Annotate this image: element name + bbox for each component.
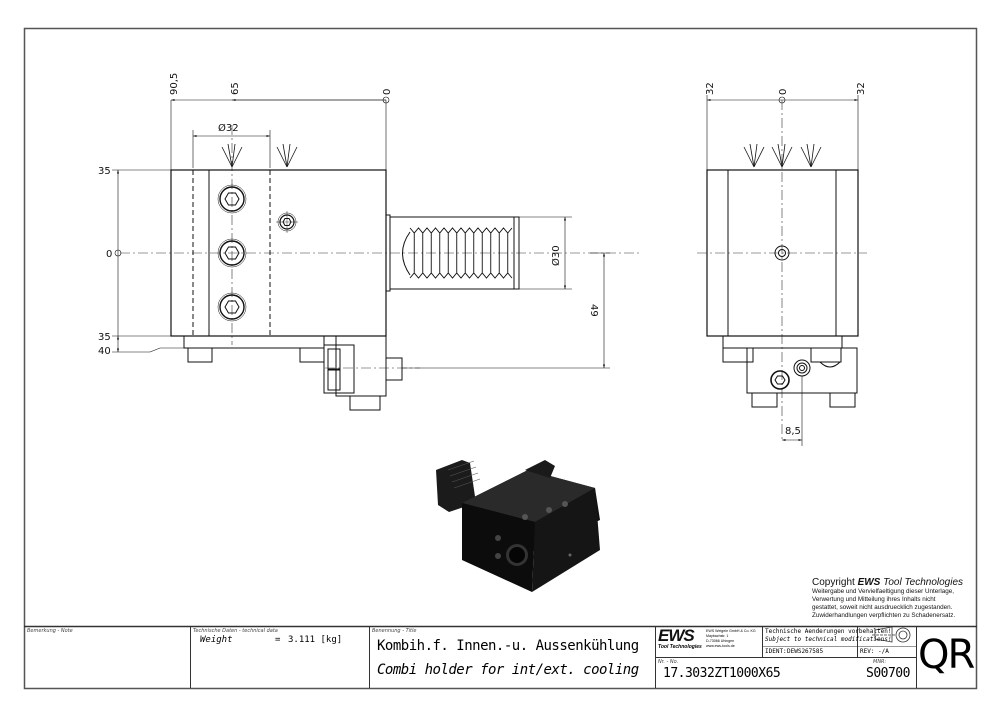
- weight-label: Weight: [200, 635, 233, 645]
- copyright-suffix: Tool Technologies: [880, 577, 964, 588]
- projection-symbol-icon: [872, 626, 911, 643]
- side-dimensions: [706, 95, 859, 446]
- front-view: [120, 125, 640, 411]
- copyright-brand: EWS: [857, 577, 881, 588]
- side-view: [697, 100, 867, 440]
- tech-data-label: Technische Daten - technical data: [193, 628, 278, 634]
- dim-0-left: 0: [106, 249, 112, 260]
- dim-65: 65: [230, 82, 241, 95]
- ews-logo: EWS Tool Technologies: [658, 626, 704, 650]
- dim-0-side: 0: [778, 89, 789, 95]
- sheet-border: [23, 27, 978, 690]
- company-line: D-73066 Uhingen: [706, 639, 735, 643]
- coolant-spray-icon-1: [221, 143, 243, 168]
- mnr-value: S00700: [866, 666, 910, 681]
- screw-top: [217, 184, 247, 214]
- dim-49: 49: [588, 304, 599, 317]
- company-address: EWS Weigele GmbH & Co. KG Maybachstr. 1 …: [706, 629, 756, 649]
- copyright-line: Zuwiderhandlungen verpflichten zu Schade…: [812, 612, 956, 619]
- screw-middle: [217, 238, 247, 268]
- dim-8-5: 8,5: [785, 426, 801, 437]
- title-german: Kombih.f. Innen.-u. Aussenkühlung: [377, 638, 639, 654]
- dim-40: 40: [98, 346, 111, 357]
- part-number: 17.3032ZT1000X65: [663, 666, 781, 681]
- dim-32-right: 32: [856, 82, 867, 95]
- weight-value: 3.111 [kg]: [288, 635, 343, 645]
- ident-label: IDENT:: [765, 648, 787, 655]
- copyright-notice: Copyright EWS Tool Technologies Weiterga…: [812, 577, 982, 620]
- copyright-prefix: Copyright: [812, 577, 858, 588]
- dim-0-top: 0: [382, 89, 393, 95]
- notice-german: Technische Aenderungen vorbehalten!: [765, 628, 892, 635]
- number-label: Nr. - No.: [658, 659, 679, 665]
- company-line: EWS Weigele GmbH & Co. KG: [706, 629, 756, 633]
- copyright-line: gestattet, soweit nicht ausdruecklich zu…: [812, 604, 953, 611]
- title-label: Benennung - Title: [372, 628, 417, 634]
- copyright-line: Weitergabe und Vervielfaeltigung dieser …: [812, 588, 955, 595]
- company-line: Maybachstr. 1: [706, 634, 729, 638]
- mnr-label: MNR:: [873, 659, 887, 665]
- isometric-view: [436, 460, 600, 592]
- screw-bottom: [217, 292, 247, 322]
- dim-diameter-30: Ø30: [550, 245, 562, 266]
- ews-logo-text: EWS: [658, 626, 695, 645]
- company-line: www.ews-tools.de: [706, 644, 735, 648]
- qr-code-label[interactable]: QR: [918, 632, 975, 678]
- dim-35-top: 35: [98, 166, 111, 177]
- rev-label: REV:: [860, 648, 875, 655]
- coolant-spray-icon-5: [800, 143, 822, 168]
- dim-90-5: 90,5: [169, 73, 180, 95]
- note-label: Bemerkung - Note: [27, 628, 73, 634]
- dim-32-left: 32: [705, 82, 716, 95]
- copyright-line: Verwertung und Mitteilung ihres Inhalts …: [812, 596, 936, 603]
- front-dimensions: [112, 96, 610, 369]
- coolant-spray-icon-2: [276, 143, 298, 168]
- coolant-spray-icon-4: [771, 143, 793, 168]
- notice-english: Subject to technical modifications!: [765, 636, 892, 643]
- ident-value: DEWS267585: [787, 648, 824, 655]
- dim-35-bottom: 35: [98, 332, 111, 343]
- coolant-spray-icon-3: [743, 143, 765, 168]
- title-english: Combi holder for int/ext. cooling: [377, 662, 639, 678]
- ews-logo-sub: Tool Technologies: [658, 644, 702, 650]
- title-block: [24, 625, 977, 688]
- shank-serration: [409, 227, 513, 279]
- dim-diameter-32: Ø32: [218, 122, 239, 134]
- coolant-port: [276, 211, 298, 233]
- rev-value: -/A: [878, 648, 889, 655]
- weight-equals: =: [275, 635, 281, 645]
- side-port: [774, 245, 790, 261]
